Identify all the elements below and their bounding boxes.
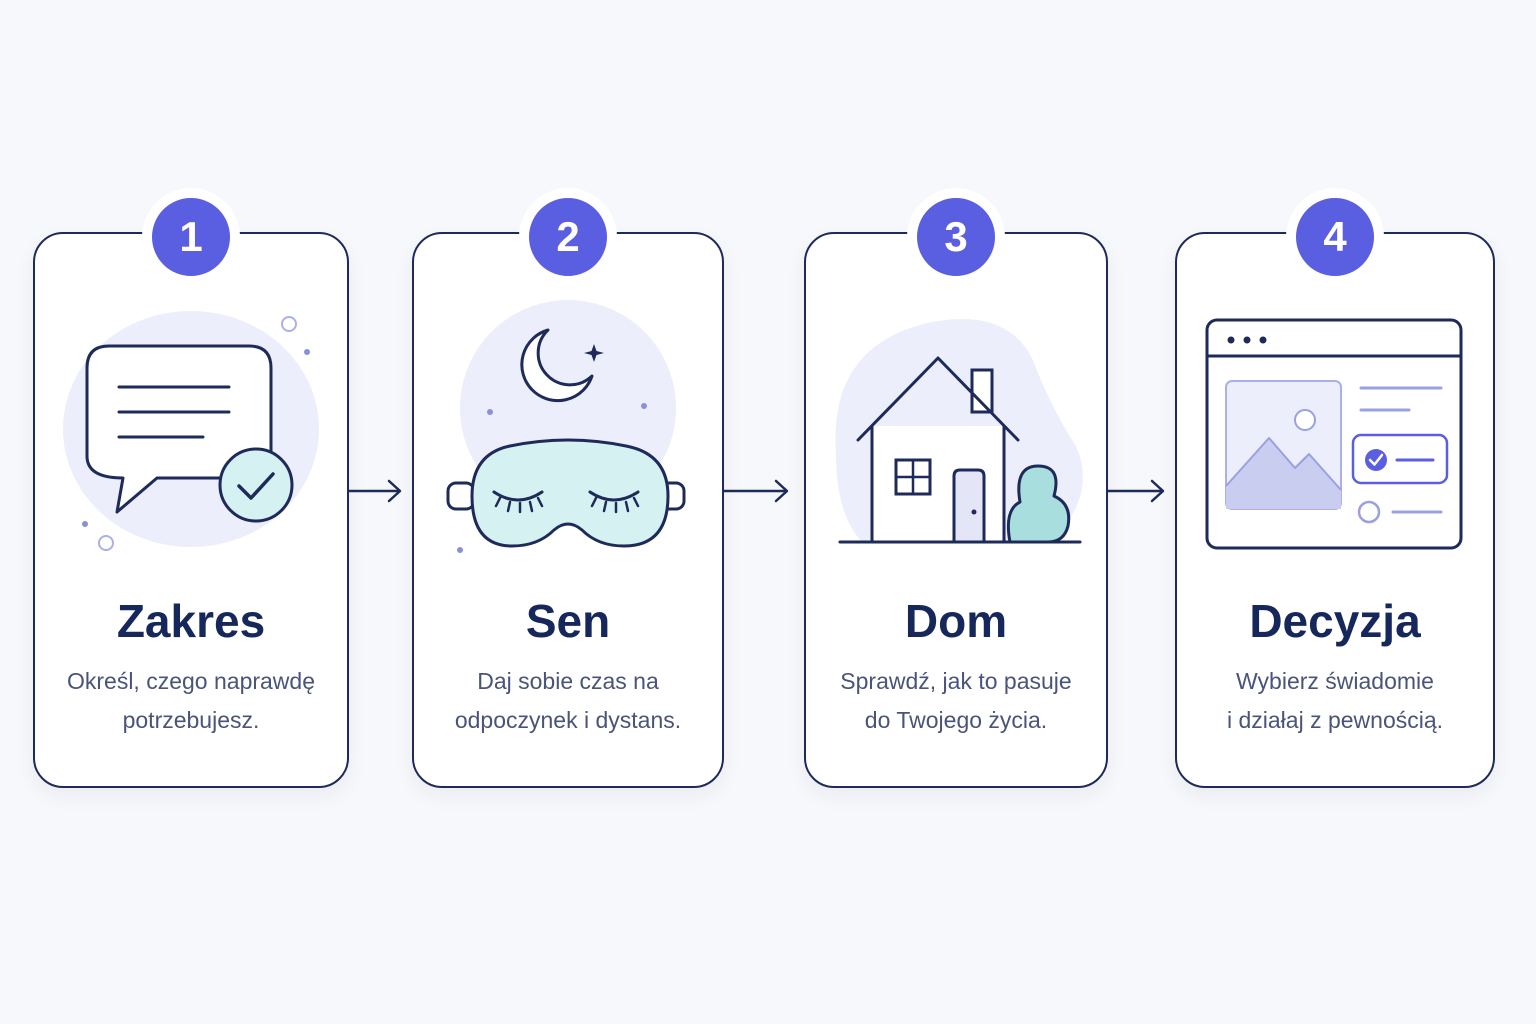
step-title: Dom bbox=[904, 595, 1008, 647]
house-icon bbox=[835, 318, 1083, 544]
step-description-line: odpoczynek i dystans. bbox=[454, 707, 682, 733]
step-number-badge: 2 bbox=[519, 188, 617, 286]
step-description-line: Sprawdź, jak to pasuje bbox=[840, 668, 1072, 694]
arrow-right-icon bbox=[724, 479, 789, 503]
step-number-badge: 1 bbox=[142, 188, 240, 286]
step-card-2: 2 Sen Daj sobie czas na odpoczynek i dys… bbox=[412, 188, 724, 788]
step-description-line: do Twojego życia. bbox=[864, 707, 1048, 733]
step-description: Daj sobie czas na odpoczynek i dystans. bbox=[414, 662, 722, 740]
step-card-3: 3 Dom Sprawdź, jak to pasuje do Twojego … bbox=[804, 188, 1108, 788]
step-description-line: Wybierz świadomie bbox=[1236, 668, 1434, 694]
step-description-line: Daj sobie czas na bbox=[477, 668, 659, 694]
speech-bubble-check-icon bbox=[63, 311, 319, 551]
step-description: Wybierz świadomie i działaj z pewnością. bbox=[1177, 662, 1493, 740]
arrow-right-icon bbox=[349, 479, 402, 503]
step-card-1: 1 Zakres Określ, czego naprawdę potrzebu… bbox=[33, 188, 349, 788]
step-description-line: i działaj z pewnością. bbox=[1226, 707, 1444, 733]
step-description: Sprawdź, jak to pasuje do Twojego życia. bbox=[806, 662, 1106, 740]
browser-window-choice-icon bbox=[1205, 318, 1463, 550]
step-description-line: Określ, czego naprawdę bbox=[66, 668, 315, 694]
step-title: Zakres bbox=[116, 595, 266, 647]
step-title: Decyzja bbox=[1249, 595, 1421, 647]
step-card-4: 4 Decyzja Wybierz świadomie i działaj z … bbox=[1175, 188, 1495, 788]
sleep-mask-moon-icon bbox=[446, 300, 686, 553]
step-number-badge: 4 bbox=[1286, 188, 1384, 286]
step-description: Określ, czego naprawdę potrzebujesz. bbox=[35, 662, 347, 740]
step-description-line: potrzebujesz. bbox=[122, 707, 260, 733]
arrow-right-icon bbox=[1108, 479, 1165, 503]
step-title: Sen bbox=[525, 595, 611, 647]
step-number-badge: 3 bbox=[907, 188, 1005, 286]
